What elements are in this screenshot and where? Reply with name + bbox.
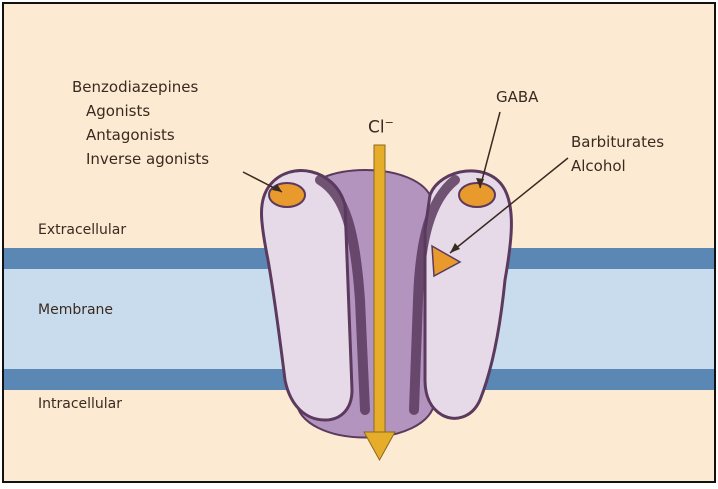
barbiturates-label: Barbiturates	[571, 133, 664, 151]
benzodiazepine-antagonists: Antagonists	[86, 126, 175, 144]
benzodiazepine-agonists: Agonists	[86, 102, 150, 120]
benzodiazepine-inverse-agonists: Inverse agonists	[86, 150, 209, 168]
benzodiazepine-binding-site	[269, 183, 305, 207]
gaba-binding-site	[459, 183, 495, 207]
intracellular-label: Intracellular	[38, 396, 122, 412]
gaba-label: GABA	[496, 88, 538, 106]
membrane-label: Membrane	[38, 302, 113, 318]
alcohol-label: Alcohol	[571, 157, 626, 175]
ion-symbol: Cl	[368, 118, 385, 138]
benzodiazepines-title: Benzodiazepines	[72, 78, 198, 96]
extracellular-label: Extracellular	[38, 222, 126, 238]
chloride-ion-label: Cl−	[368, 116, 394, 138]
ion-charge: −	[385, 116, 394, 129]
chloride-arrow-shaft	[374, 145, 385, 435]
